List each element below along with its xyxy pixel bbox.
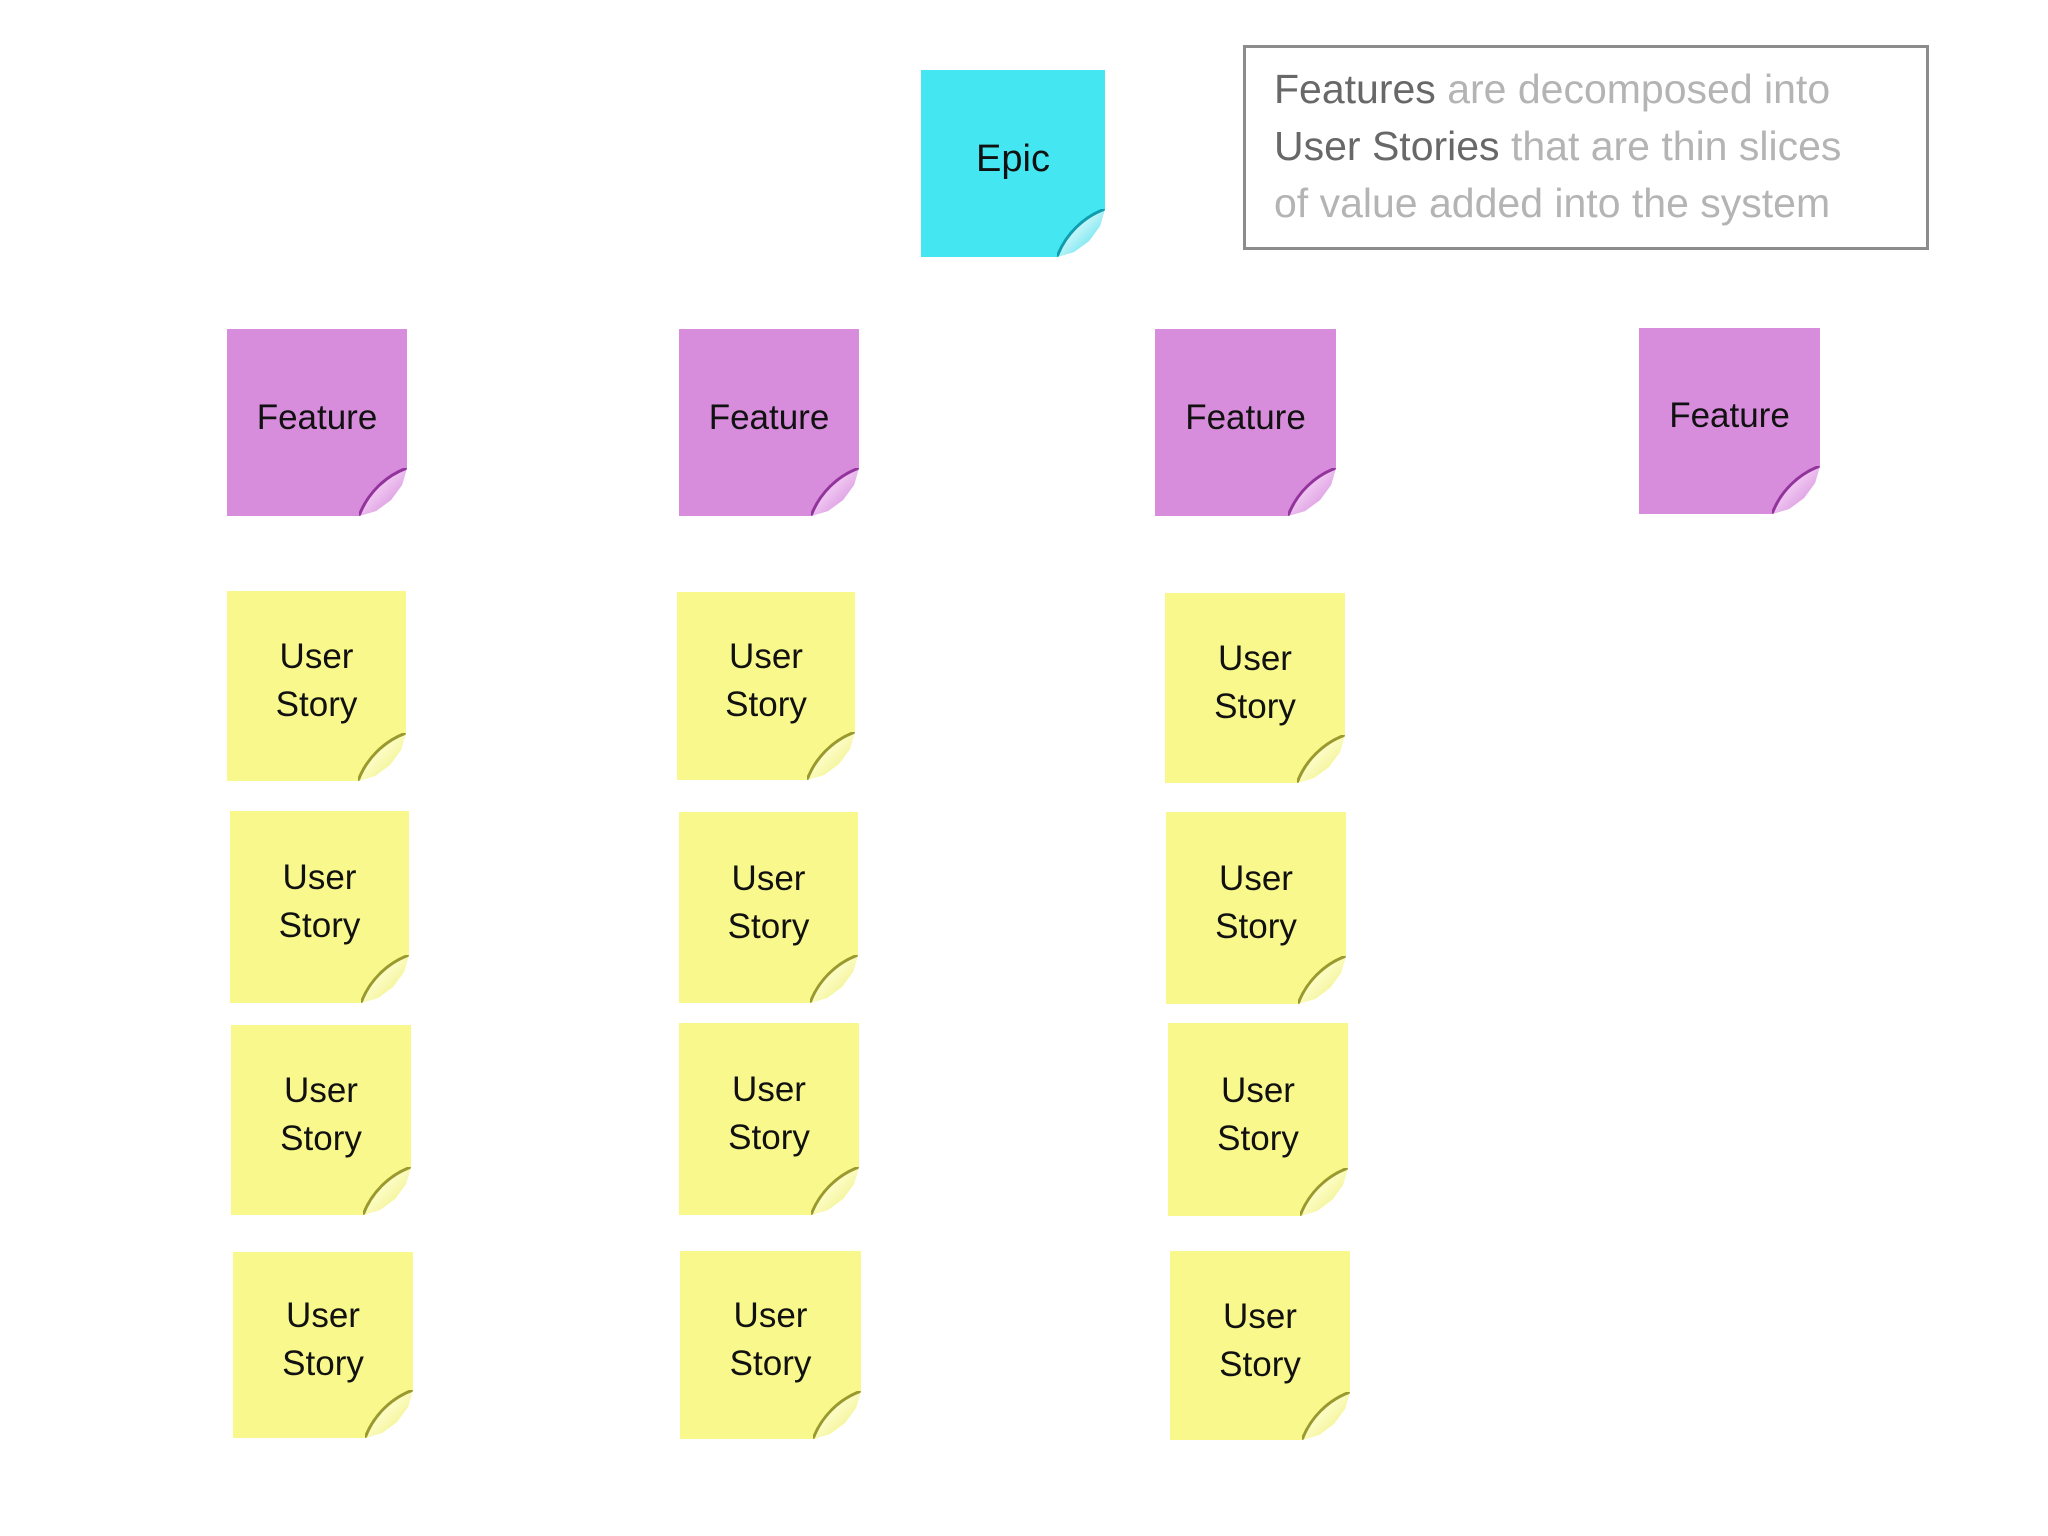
- legend-text: are decomposed into: [1435, 66, 1831, 112]
- note-label: Epic: [976, 137, 1050, 180]
- legend-emphasis-text: User Stories: [1274, 123, 1500, 169]
- folded-corner-icon: [1297, 735, 1345, 783]
- folded-corner-icon: [811, 468, 859, 516]
- folded-corner-icon: [1302, 1392, 1350, 1440]
- note-label: User Story: [729, 1296, 812, 1383]
- note-label: User Story: [1214, 639, 1296, 726]
- feature-note[interactable]: Feature: [1639, 328, 1820, 514]
- legend-text: that are thin slices: [1499, 123, 1842, 169]
- note-label: User Story: [1215, 859, 1297, 946]
- legend-box: Features are decomposed into User Storie…: [1243, 45, 1929, 250]
- folded-corner-icon: [1288, 468, 1336, 516]
- user-story-note[interactable]: User Story: [679, 812, 858, 1003]
- feature-note[interactable]: Feature: [1155, 329, 1336, 516]
- legend-line: Features are decomposed into: [1274, 61, 1916, 118]
- note-label: Feature: [1185, 397, 1306, 437]
- folded-corner-icon: [1300, 1168, 1348, 1216]
- legend-line: User Stories that are thin slices: [1274, 118, 1916, 175]
- user-story-note[interactable]: User Story: [677, 592, 855, 780]
- user-story-note[interactable]: User Story: [1168, 1023, 1348, 1216]
- legend-text: of value added into the system: [1274, 180, 1831, 226]
- legend-emphasis-text: Features: [1274, 66, 1436, 112]
- note-label: User Story: [282, 1296, 364, 1383]
- feature-note[interactable]: Feature: [679, 329, 859, 516]
- user-story-note[interactable]: User Story: [1166, 812, 1346, 1004]
- folded-corner-icon: [359, 468, 407, 516]
- note-label: Feature: [256, 397, 378, 437]
- note-label: User Story: [275, 637, 358, 724]
- folded-corner-icon: [807, 732, 855, 780]
- folded-corner-icon: [1298, 956, 1346, 1004]
- folded-corner-icon: [1772, 466, 1820, 514]
- user-story-note[interactable]: User Story: [1170, 1251, 1350, 1440]
- folded-corner-icon: [363, 1167, 411, 1215]
- note-label: User Story: [280, 1071, 362, 1158]
- user-story-note[interactable]: User Story: [233, 1252, 413, 1438]
- user-story-note[interactable]: User Story: [1165, 593, 1345, 783]
- feature-note[interactable]: Feature: [227, 329, 407, 516]
- note-label: Feature: [1669, 396, 1790, 435]
- note-label: Feature: [708, 397, 830, 437]
- legend-line: of value added into the system: [1274, 175, 1916, 232]
- folded-corner-icon: [1057, 209, 1105, 257]
- user-story-note[interactable]: User Story: [227, 591, 406, 781]
- user-story-note[interactable]: User Story: [231, 1025, 411, 1215]
- user-story-note[interactable]: User Story: [230, 811, 409, 1003]
- folded-corner-icon: [358, 733, 406, 781]
- folded-corner-icon: [811, 1167, 859, 1215]
- user-story-note[interactable]: User Story: [680, 1251, 861, 1439]
- note-label: User Story: [727, 858, 810, 946]
- folded-corner-icon: [365, 1390, 413, 1438]
- folded-corner-icon: [810, 955, 858, 1003]
- user-story-note[interactable]: User Story: [679, 1023, 859, 1215]
- note-label: User Story: [1219, 1296, 1301, 1384]
- epic-note[interactable]: Epic: [921, 70, 1105, 257]
- folded-corner-icon: [813, 1391, 861, 1439]
- folded-corner-icon: [361, 955, 409, 1003]
- note-label: User Story: [725, 637, 807, 724]
- note-label: User Story: [728, 1070, 810, 1157]
- note-label: User Story: [1217, 1070, 1299, 1158]
- note-label: User Story: [278, 858, 361, 945]
